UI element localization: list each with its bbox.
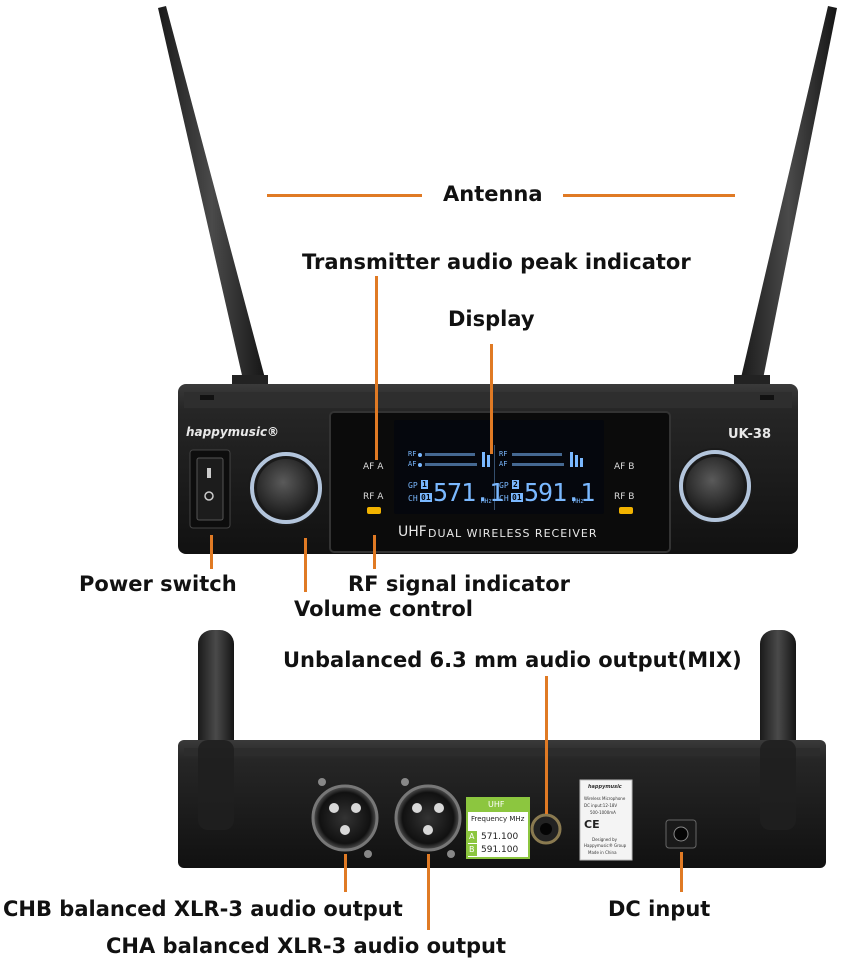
xlr-chb-connector[interactable] [311,778,379,858]
rf-signal-line [373,535,376,569]
lcd-unit-b: MHz [573,498,584,505]
tag-title: UHF [488,800,505,809]
front-model: UK-38 [728,427,771,442]
lcd-freq-a: 571.1 [433,478,504,507]
label-peak-indicator: Transmitter audio peak indicator [302,250,691,274]
lcd-ch-a-label: CH [408,494,418,503]
antenna-line-left [267,194,422,197]
lcd-ch-a-value: 01 [420,493,432,502]
lcd-screen [394,420,604,514]
front-brand: happymusic® [186,425,280,439]
tag-b-value: 591.100 [481,845,519,855]
display-line [490,344,493,454]
sticker-line3: 500-1000mA [590,810,616,815]
af-a-label: AF A [363,462,384,472]
rf-a-label: RF A [363,492,384,502]
lcd-freq-b: 591.1 [524,478,595,507]
banner-uhf: UHF [398,524,427,540]
af-b-label: AF B [614,462,635,472]
lcd-af-a: AF [408,460,417,468]
sticker-ce: CE [584,818,600,831]
sticker-line6: Made in China [588,850,617,855]
tag-a-label: A [469,832,475,841]
tag-b-label: B [469,845,475,854]
volume-knob-left[interactable] [248,450,324,526]
lcd-gp-a-value: 1 [421,480,428,489]
sticker-line2: DC input:12-18V [584,803,618,808]
xlr-cha-connector[interactable] [394,778,462,858]
dc-input-line [680,852,683,892]
power-switch-rocker[interactable] [196,457,224,521]
antenna-left [158,6,266,384]
unbalanced-line [545,676,548,814]
lcd-rf-a: RF [408,450,417,458]
label-chb-output: CHB balanced XLR-3 audio output [3,897,403,921]
sticker-line5: Happymusic® Group [584,843,627,848]
sticker-line4: Designed by [592,837,617,842]
lcd-ch-b-label: CH [499,494,509,503]
antenna-line-right [563,194,735,197]
rf-b-led [619,507,633,514]
label-display: Display [448,307,535,331]
label-antenna: Antenna [443,182,543,206]
lcd-unit-a: MHz [481,498,492,505]
volume-line [304,538,307,592]
volume-knob-right[interactable] [677,448,753,524]
rf-a-led [367,507,381,514]
chb-line [344,854,347,892]
tag-subtitle: Frequency MHz [471,815,525,823]
label-cha-output: CHA balanced XLR-3 audio output [106,934,507,958]
label-power-switch: Power switch [79,572,237,596]
lcd-gp-b-label: GP [499,481,509,490]
power-switch-line [210,535,213,569]
label-volume: Volume control [294,597,473,621]
tag-a-value: 571.100 [481,832,519,842]
label-unbalanced-output: Unbalanced 6.3 mm audio output(MIX) [283,648,742,672]
peak-indicator-line [375,276,378,460]
label-dc-input: DC input [608,897,711,921]
sticker-brand: happymusic [588,784,622,790]
sticker-line1: Wireless Microphone [584,796,626,801]
info-sticker [579,779,633,861]
rf-b-label: RF B [614,492,635,502]
jack-6-3mm[interactable] [530,813,562,845]
lcd-gp-a-label: GP [408,481,418,490]
cha-line [427,854,430,930]
lcd-rf-b: RF [499,450,508,458]
lcd-af-b: AF [499,460,508,468]
label-rf-signal: RF signal indicator [348,572,571,596]
lcd-gp-b-value: 2 [512,480,519,489]
antenna-right [740,6,837,384]
dc-jack[interactable] [665,819,697,849]
banner-text: DUAL WIRELESS RECEIVER [428,527,598,540]
lcd-ch-b-value: 01 [511,493,523,502]
